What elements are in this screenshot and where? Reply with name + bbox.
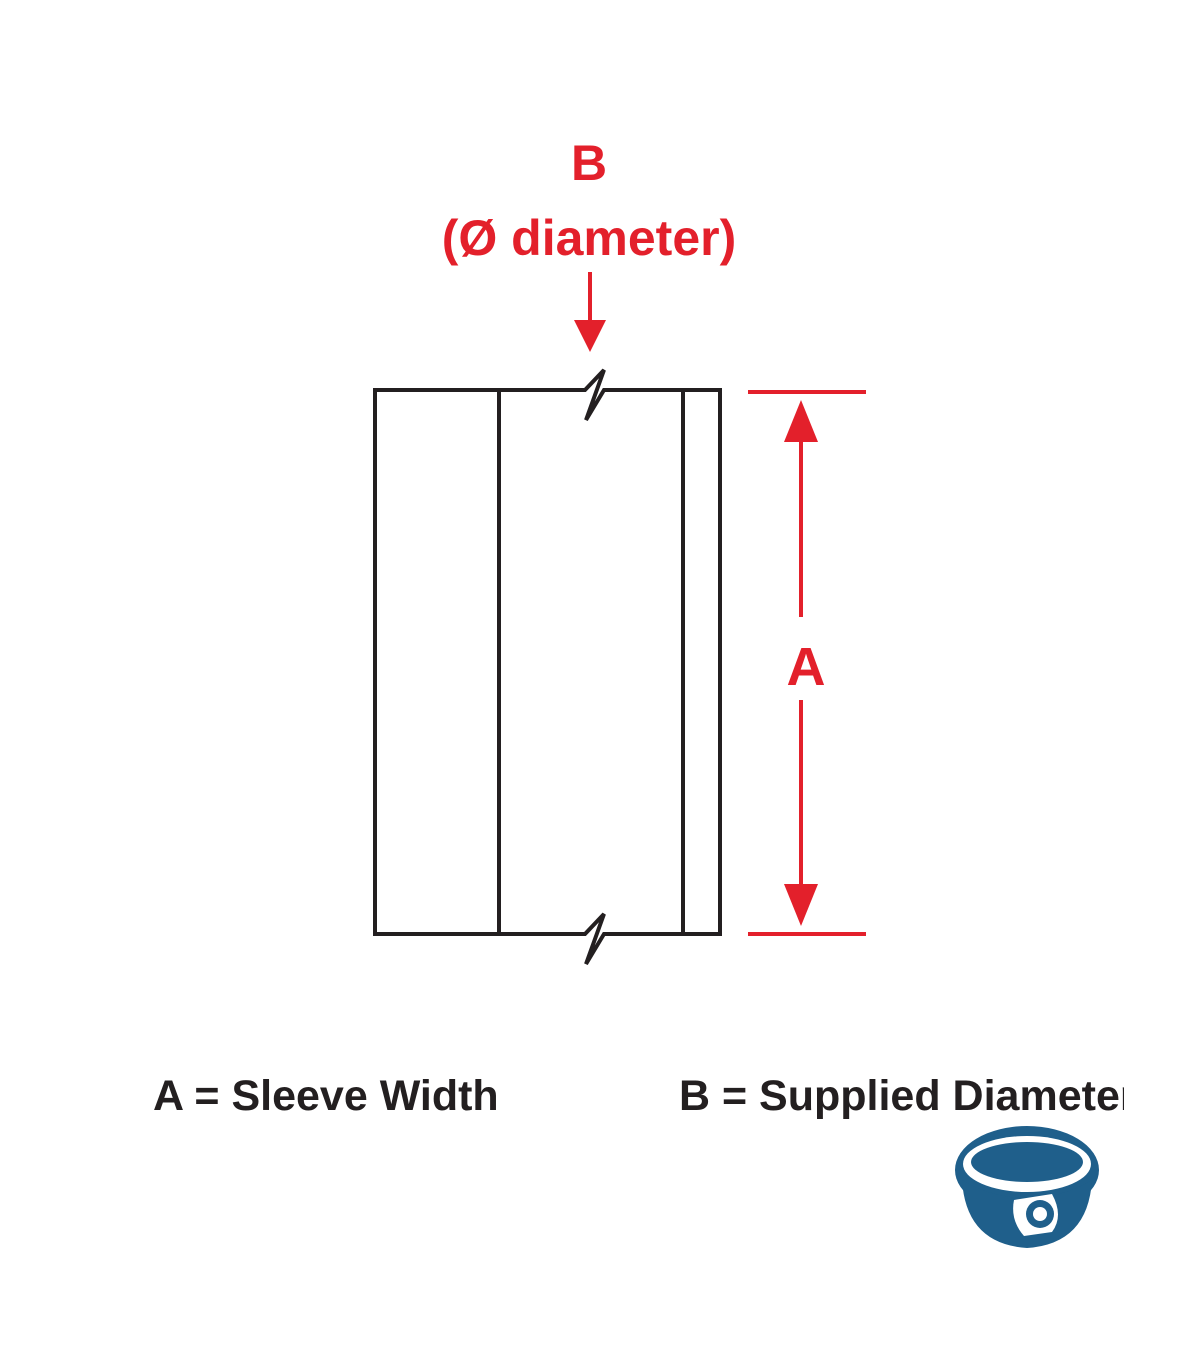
legend-supplied-diameter: B = Supplied Diameter <box>679 1072 1124 1120</box>
dimension-b-sublabel: (Ø diameter) <box>442 210 737 266</box>
dimension-b-label: B <box>571 135 607 191</box>
dimension-a-arrow-up <box>784 400 818 442</box>
sleeve-outline <box>373 368 722 966</box>
legend-sleeve-width: A = Sleeve Width <box>153 1072 499 1120</box>
dimension-a-arrow-down <box>784 884 818 926</box>
legend-supplied-diameter-clip: B = Supplied Diameter <box>679 1070 1124 1126</box>
dimension-b-arrow <box>574 272 606 352</box>
dimension-a-lines <box>748 390 866 936</box>
security-camera-dome-icon <box>955 1126 1099 1248</box>
dimension-a-label: A <box>787 637 826 697</box>
